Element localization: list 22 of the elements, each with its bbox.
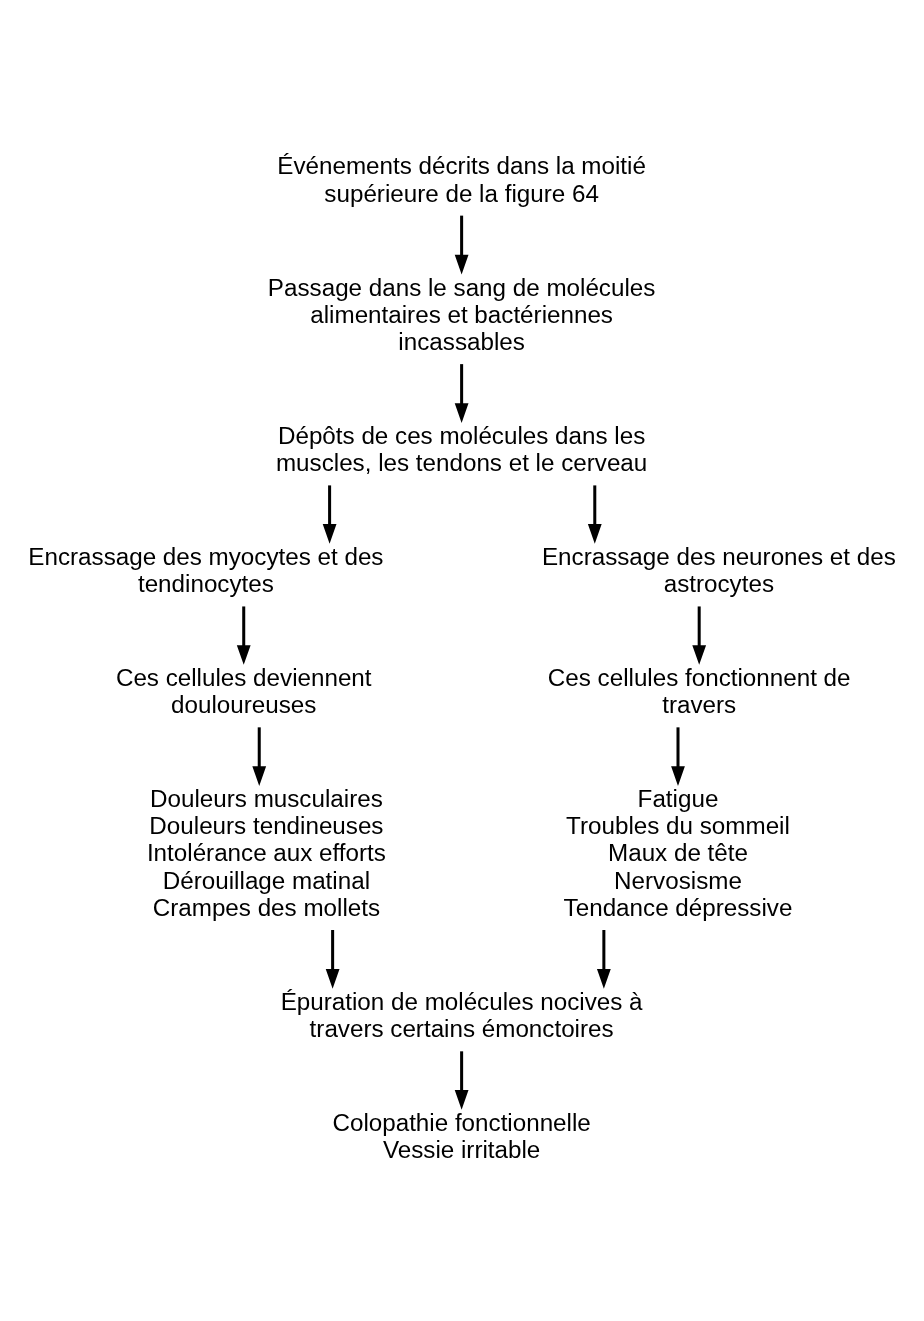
node-text: Fatigue Troubles du sommeil Maux de tête Nervosisme Tendance dépressive [563,784,793,921]
arrow [454,364,469,423]
arrow [454,1051,469,1110]
arrow [252,727,267,787]
arrow [587,485,602,544]
node-text: Dépôts de ces molécules dans les muscles, les tendons et le cerveau [275,421,648,477]
arrow [322,485,337,544]
arrow [596,930,611,989]
arrow [671,727,685,787]
node-text: Encrassage des myocytes et des tendinocytes [28,542,384,598]
arrow [236,606,251,665]
arrow [325,930,340,989]
node-text: Ces cellules deviennent douloureuses [115,663,372,719]
node-text: Colopathie fonctionnelle Vessie irritable [332,1108,591,1164]
node-text: Événements décrits dans la moitié supérieure de la figure 64 [277,152,646,207]
node-text: Encrassage des neurones et des astrocytes [541,542,896,598]
node-text: Épuration de molécules nocives à travers certains émonctoires [280,987,643,1042]
node-text: Ces cellules fonctionnent de travers [547,663,851,719]
arrow [454,215,469,275]
node-text: Passage dans le sang de molécules alimentaires et bactériennes incassables [267,273,656,355]
arrow [692,606,707,665]
node-text: Douleurs musculaires Douleurs tendineuses Intolérance aux efforts Dérouillage matinal Crampes des mollets [146,784,386,921]
